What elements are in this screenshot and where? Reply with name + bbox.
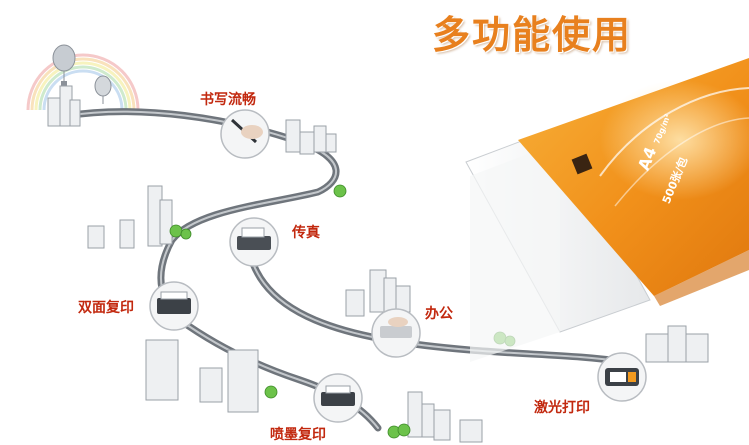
writing-station bbox=[220, 109, 270, 159]
balloon-icon bbox=[52, 44, 112, 104]
label-office: 办公 bbox=[425, 306, 453, 322]
fax-station bbox=[229, 217, 279, 267]
label-fax: 传真 bbox=[292, 225, 320, 241]
label-writing: 书写流畅 bbox=[200, 92, 256, 108]
laser-print-station bbox=[597, 352, 647, 402]
label-laser-print: 激光打印 bbox=[534, 400, 590, 416]
city-buildings bbox=[47, 85, 709, 443]
office-station bbox=[371, 308, 421, 358]
rainbow-icon bbox=[26, 53, 140, 111]
label-duplex-copy: 双面复印 bbox=[78, 300, 134, 316]
label-inkjet-copy: 喷墨复印 bbox=[270, 427, 326, 443]
paper-package bbox=[465, 58, 749, 362]
inkjet-copy-station bbox=[313, 373, 363, 423]
headline: 多功能使用 bbox=[432, 13, 633, 57]
duplex-copy-station bbox=[149, 281, 199, 331]
tree-icons bbox=[169, 184, 516, 439]
